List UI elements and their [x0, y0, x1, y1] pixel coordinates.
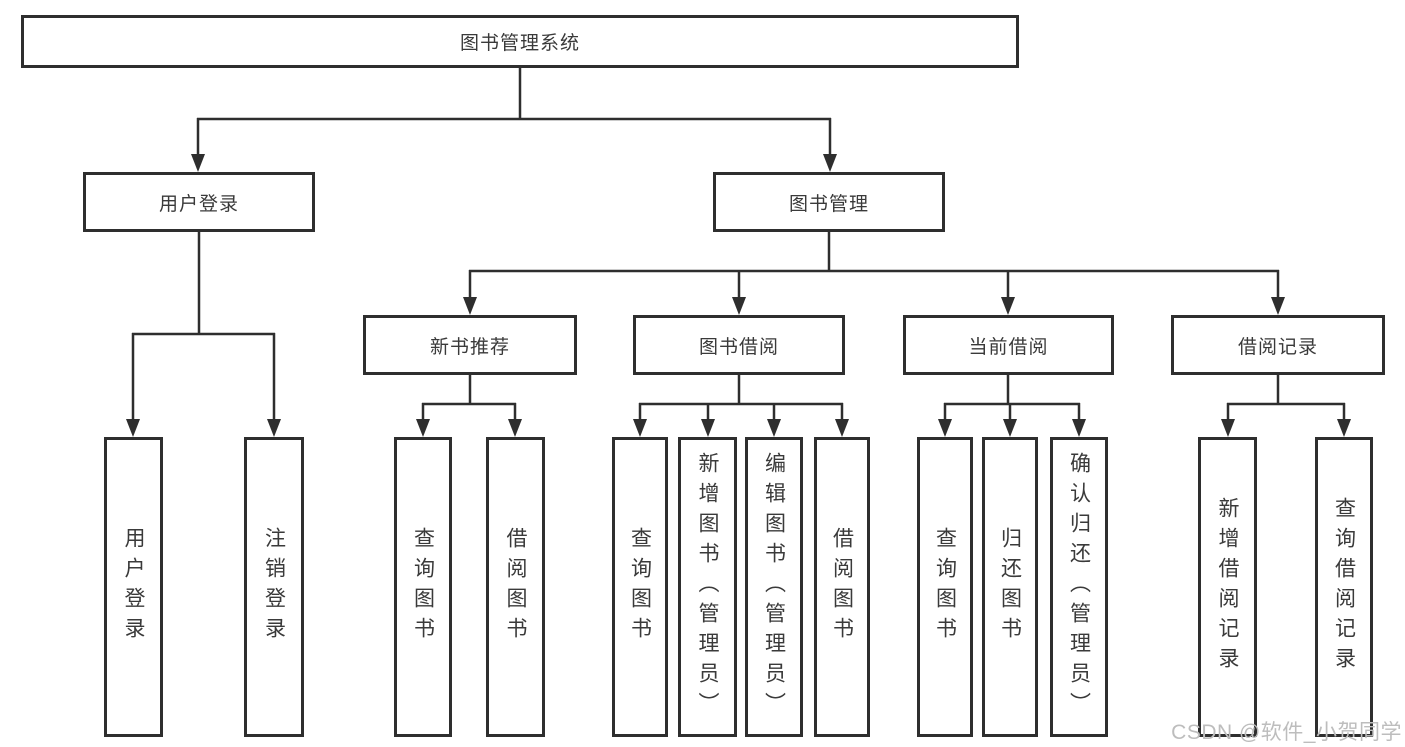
node-book-management: 图书管理	[713, 172, 945, 232]
node-new-book-recommend: 新书推荐	[363, 315, 577, 375]
leaf-borrow-books-recommend: 借阅图书	[486, 437, 545, 737]
node-library-system: 图书管理系统	[21, 15, 1019, 68]
leaf-user-login: 用户登录	[104, 437, 163, 737]
node-user-login: 用户登录	[83, 172, 315, 232]
connector-current-borrow-branch	[938, 375, 1086, 437]
leaf-add-borrow-record: 新增借阅记录	[1198, 437, 1257, 737]
leaf-query-books-current: 查询图书	[917, 437, 973, 737]
node-book-borrow: 图书借阅	[633, 315, 845, 375]
csdn-watermark: CSDN @软件_小贺同学	[1171, 721, 1402, 744]
connector-book-management-branch	[463, 232, 1285, 315]
connector-book-borrow-branch	[633, 375, 849, 437]
connector-borrow-records-branch	[1221, 375, 1351, 437]
connector-new-book-branch	[416, 375, 522, 437]
leaf-query-borrow-record: 查询借阅记录	[1315, 437, 1373, 737]
leaf-logout: 注销登录	[244, 437, 304, 737]
node-borrow-records: 借阅记录	[1171, 315, 1385, 375]
leaf-edit-book-admin: 编辑图书（管理员）	[745, 437, 803, 737]
node-current-borrow: 当前借阅	[903, 315, 1114, 375]
leaf-borrow-books: 借阅图书	[814, 437, 870, 737]
leaf-add-book-admin: 新增图书（管理员）	[678, 437, 737, 737]
leaf-return-book: 归还图书	[982, 437, 1038, 737]
leaf-query-books-borrow: 查询图书	[612, 437, 668, 737]
leaf-query-books-recommend: 查询图书	[394, 437, 452, 737]
connector-root-to-level2	[191, 68, 837, 172]
connector-user-login-branch	[126, 232, 281, 437]
leaf-confirm-return-admin: 确认归还（管理员）	[1050, 437, 1108, 737]
